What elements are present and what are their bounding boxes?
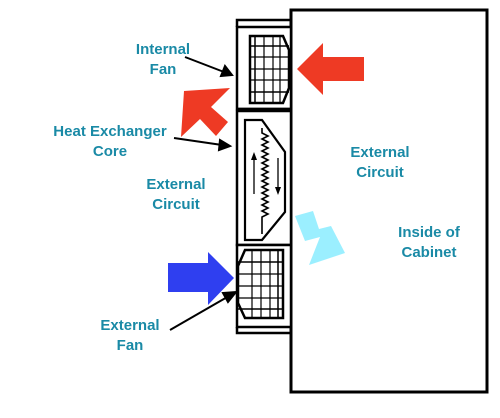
arrow-cool-air-out — [295, 211, 345, 265]
arrow-hot-air-in — [297, 43, 364, 95]
bracket — [235, 18, 291, 335]
heat-exchanger-core-icon — [243, 118, 287, 242]
fan-icon — [236, 248, 285, 320]
fan-icon — [248, 34, 291, 105]
leader-line — [169, 56, 239, 331]
arrow-cool-air-in — [168, 252, 234, 305]
arrow-hot-air-out — [181, 88, 230, 137]
